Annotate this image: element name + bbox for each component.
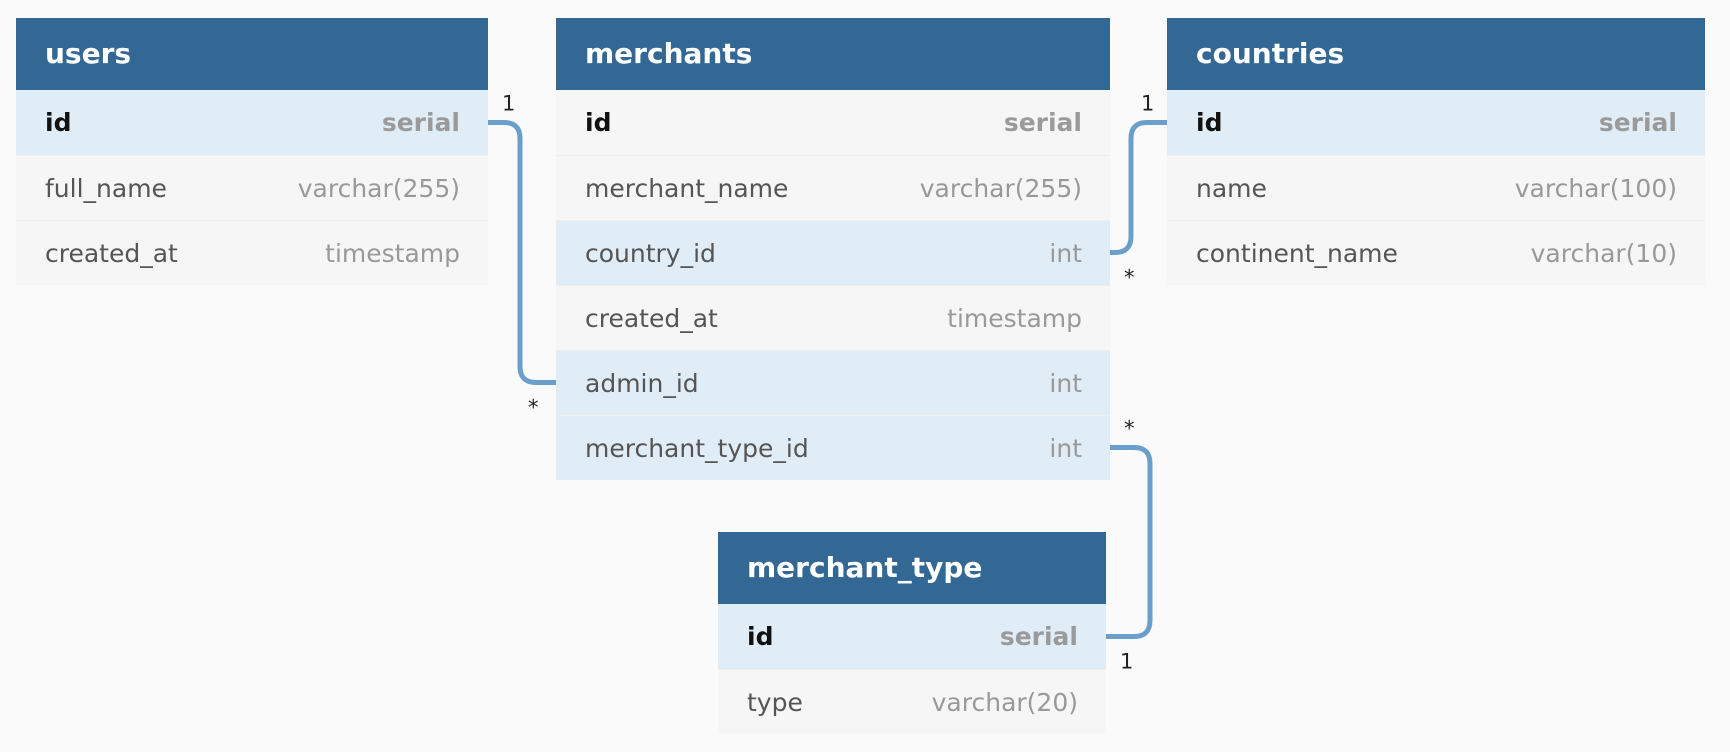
field-type: timestamp <box>325 238 460 268</box>
connector-merchant-type-merchants <box>1106 445 1153 639</box>
field-type: int <box>1049 433 1082 463</box>
field-name: merchant_type_id <box>585 433 809 463</box>
field-name: id <box>45 108 72 137</box>
table-merchant-type[interactable]: merchant_type id serial type varchar(20) <box>718 532 1106 734</box>
cardinality-label: * <box>1124 417 1135 441</box>
field-name: created_at <box>585 303 718 333</box>
table-row[interactable]: continent_name varchar(10) <box>1167 220 1705 285</box>
table-row[interactable]: admin_id int <box>556 350 1110 415</box>
field-type: serial <box>999 622 1078 651</box>
table-row[interactable]: merchant_name varchar(255) <box>556 155 1110 220</box>
table-header[interactable]: countries <box>1167 18 1705 90</box>
table-row[interactable]: merchant_type_id int <box>556 415 1110 480</box>
cardinality-label: 1 <box>1141 92 1154 116</box>
table-header[interactable]: users <box>16 18 488 90</box>
field-type: varchar(10) <box>1530 238 1677 268</box>
table-row[interactable]: id serial <box>718 604 1106 669</box>
field-name: id <box>747 622 774 651</box>
field-type: varchar(255) <box>919 173 1082 203</box>
field-type: varchar(20) <box>931 687 1078 717</box>
table-fields: id serial name varchar(100) continent_na… <box>1167 90 1705 285</box>
field-name: id <box>585 108 612 137</box>
field-name: continent_name <box>1196 238 1398 268</box>
connector-users-merchants <box>488 120 556 385</box>
table-row[interactable]: country_id int <box>556 220 1110 285</box>
table-header[interactable]: merchants <box>556 18 1110 90</box>
field-type: int <box>1049 368 1082 398</box>
table-row[interactable]: full_name varchar(255) <box>16 155 488 220</box>
table-row[interactable]: id serial <box>1167 90 1705 155</box>
connector-countries-merchants <box>1110 120 1167 255</box>
table-row[interactable]: type varchar(20) <box>718 669 1106 734</box>
field-name: country_id <box>585 238 716 268</box>
table-users[interactable]: users id serial full_name varchar(255) c… <box>16 18 488 285</box>
field-type: int <box>1049 238 1082 268</box>
cardinality-label: * <box>1124 266 1135 290</box>
field-name: created_at <box>45 238 178 268</box>
table-merchants[interactable]: merchants id serial merchant_name varcha… <box>556 18 1110 480</box>
field-name: type <box>747 687 803 717</box>
table-header[interactable]: merchant_type <box>718 532 1106 604</box>
field-type: serial <box>1003 108 1082 137</box>
field-name: id <box>1196 108 1223 137</box>
field-type: serial <box>1598 108 1677 137</box>
table-row[interactable]: created_at timestamp <box>556 285 1110 350</box>
cardinality-label: * <box>528 396 539 420</box>
table-row[interactable]: id serial <box>16 90 488 155</box>
field-type: timestamp <box>947 303 1082 333</box>
table-row[interactable]: created_at timestamp <box>16 220 488 285</box>
table-fields: id serial full_name varchar(255) created… <box>16 90 488 285</box>
field-type: varchar(100) <box>1514 173 1677 203</box>
table-fields: id serial merchant_name varchar(255) cou… <box>556 90 1110 480</box>
field-name: name <box>1196 173 1267 203</box>
table-countries[interactable]: countries id serial name varchar(100) co… <box>1167 18 1705 285</box>
cardinality-label: 1 <box>502 92 515 116</box>
field-type: serial <box>381 108 460 137</box>
field-name: admin_id <box>585 368 699 398</box>
field-name: full_name <box>45 173 167 203</box>
field-type: varchar(255) <box>297 173 460 203</box>
table-fields: id serial type varchar(20) <box>718 604 1106 734</box>
table-row[interactable]: name varchar(100) <box>1167 155 1705 220</box>
table-row[interactable]: id serial <box>556 90 1110 155</box>
field-name: merchant_name <box>585 173 789 203</box>
cardinality-label: 1 <box>1120 650 1133 674</box>
